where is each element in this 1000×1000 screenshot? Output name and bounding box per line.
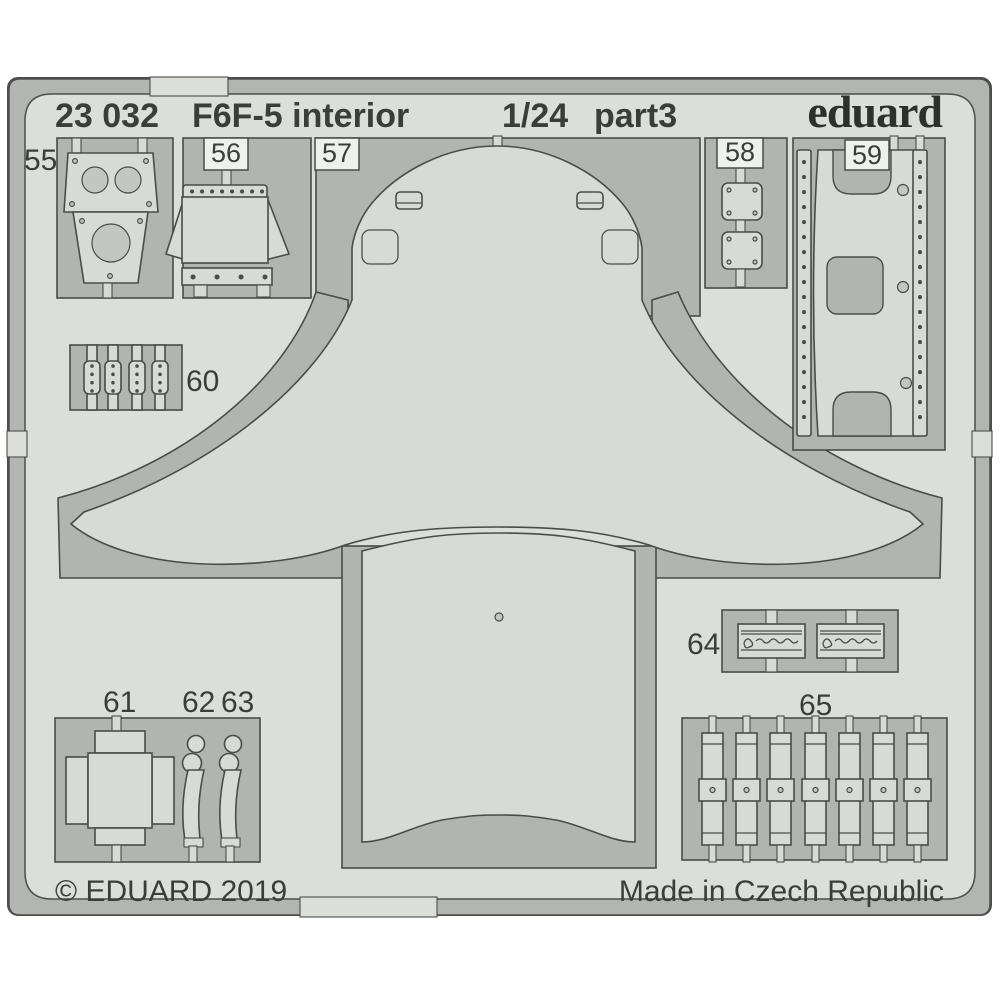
- rivet-strip: [912, 149, 928, 437]
- part-55-upper-plate: [63, 152, 159, 213]
- engraved-bracket: [395, 191, 423, 210]
- origin-text: Made in Czech Republic: [619, 875, 944, 908]
- locating-hole: [494, 612, 504, 622]
- rivet-hole: [146, 201, 153, 208]
- part-label-63: 63: [221, 686, 254, 719]
- part-55-region: 55: [24, 137, 174, 299]
- part-label-58: 58: [725, 137, 755, 167]
- rivet-hole: [726, 210, 732, 216]
- part-label-55: 55: [24, 144, 57, 177]
- part-56-region: 56: [164, 137, 312, 299]
- part-label-tab-56: [203, 137, 249, 171]
- part-label-64: 64: [687, 628, 720, 661]
- etched-notch: [832, 391, 892, 437]
- part-56-top-bar: [182, 184, 268, 199]
- rivet-hole: [752, 259, 758, 265]
- catalog-number: 23 032: [55, 97, 159, 135]
- part-label-65: 65: [799, 689, 832, 722]
- part-label-62: 62: [182, 686, 215, 719]
- product-name: F6F-5 interior: [192, 97, 409, 135]
- part-62-knob: [186, 734, 206, 754]
- etched-opening: [826, 256, 884, 315]
- rivet-hole: [752, 210, 758, 216]
- copyright-text: © EDUARD 2019: [55, 875, 287, 908]
- opening: [114, 166, 142, 194]
- part-61-top-flange: [94, 730, 146, 754]
- part-60-strips: [83, 344, 169, 411]
- part-64-placard: [737, 623, 806, 659]
- part-65-straps: [698, 715, 932, 863]
- part-set-text: part3: [594, 97, 677, 135]
- fret-tab-gap: [149, 76, 229, 97]
- scale-text: 1/24: [502, 97, 568, 135]
- attachment-stem: [735, 167, 746, 185]
- part-label-57: 57: [322, 138, 352, 168]
- part-63-knob: [223, 734, 243, 754]
- fret-tab-gap: [971, 430, 993, 458]
- part-label-tab-59: [844, 139, 890, 171]
- part-56-back-panel: [181, 196, 269, 264]
- attachment-foot: [193, 284, 208, 298]
- part-59-region: 59: [792, 135, 946, 451]
- attachment-foot: [256, 284, 271, 298]
- connector-stem: [735, 219, 746, 233]
- locating-hole: [896, 183, 910, 197]
- rivet-hole: [752, 187, 758, 193]
- locating-hole: [896, 280, 910, 294]
- fret-tab-gap: [6, 430, 28, 458]
- engraved-square: [601, 229, 639, 265]
- engraved-bracket: [576, 191, 604, 210]
- attachment-stem: [221, 169, 232, 187]
- part-label-tab-58: [716, 137, 764, 169]
- rivet-hole: [106, 273, 113, 280]
- rivet-hole: [78, 218, 85, 225]
- part-57-shape: [69, 145, 925, 566]
- opening: [81, 166, 109, 194]
- attachment-stem: [111, 844, 122, 863]
- brand-logo: eduard: [807, 86, 943, 137]
- rivet-hole: [726, 236, 732, 242]
- rivet-hole: [726, 187, 732, 193]
- rivet-hole: [137, 218, 144, 225]
- part-label-60: 60: [186, 365, 219, 398]
- part-64-region: 64: [687, 609, 899, 673]
- rivet-hole: [143, 158, 150, 165]
- rivet-hole: [71, 158, 78, 165]
- fret-tab-gap: [299, 896, 438, 918]
- part-60-region: 60: [69, 344, 219, 411]
- part-label-tab-57: [314, 137, 360, 171]
- rivet-strip: [796, 149, 812, 437]
- rivet-hole: [726, 259, 732, 265]
- part-61-side-panel: [151, 756, 175, 825]
- opening: [91, 223, 131, 263]
- rivet-hole: [68, 201, 75, 208]
- part-61-62-63-region: 61 62 63: [54, 686, 261, 863]
- part-61-bottom-flange: [94, 827, 146, 846]
- part-label-61: 61: [103, 686, 136, 719]
- engraved-square: [361, 229, 399, 265]
- part-56-bottom-bar: [181, 267, 273, 286]
- part-label-56: 56: [211, 138, 241, 168]
- part-label-59: 59: [852, 140, 882, 170]
- part-57-region: 57: [57, 135, 943, 869]
- rivet-hole: [752, 236, 758, 242]
- attachment-stem: [735, 268, 746, 288]
- floor-panel-shape: [361, 532, 636, 843]
- part-61-box: [87, 752, 153, 829]
- locating-hole: [899, 376, 913, 390]
- attachment-stem: [188, 845, 198, 863]
- part-58-region: 58: [704, 137, 788, 289]
- attachment-stem: [102, 282, 113, 299]
- part-61-side-panel: [65, 756, 89, 825]
- part-64-placard: [816, 623, 885, 659]
- attachment-stem: [225, 845, 235, 863]
- fret-border-band: [8, 78, 991, 916]
- part-65-region: 65: [681, 689, 948, 863]
